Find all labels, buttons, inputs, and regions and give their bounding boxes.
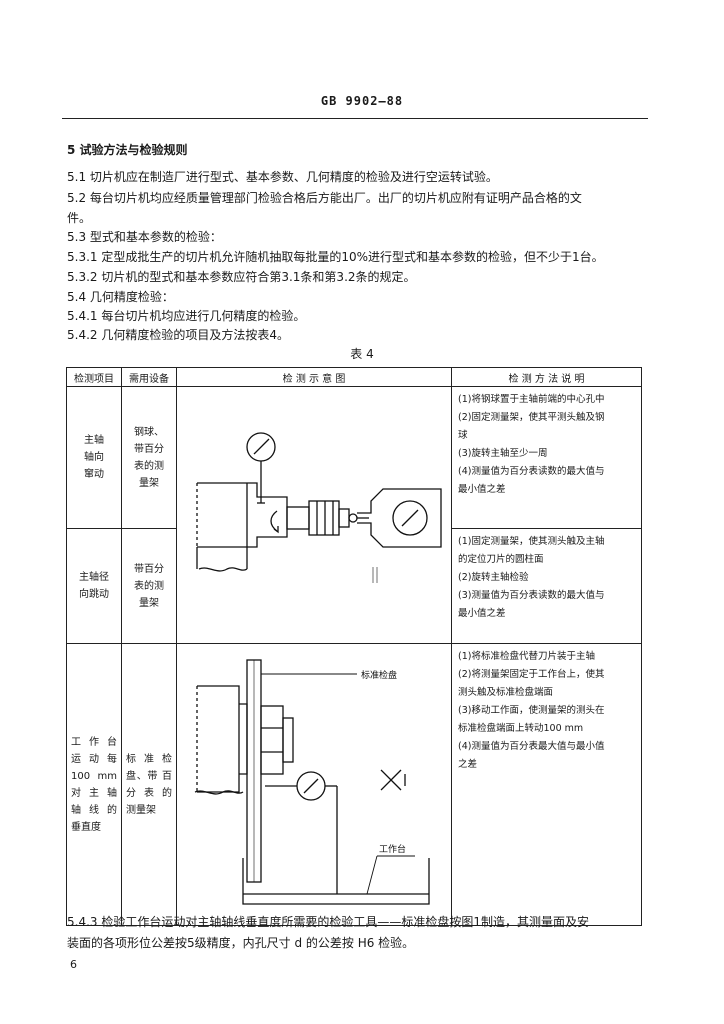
header-item: 检测项目 <box>66 367 122 387</box>
worktable-diagram: 标准检盘 工作台 <box>194 659 430 905</box>
diagram-worktable-cell: 标准检盘 工作台 <box>176 643 452 926</box>
item-text: 垂直度 <box>71 821 101 833</box>
item-cell: 工 作 台 运 动 每 100 mm 对 主 轴 轴 线 的 垂直度 <box>66 643 122 926</box>
clause-5-3-2: 5.3.2 切片机的型式和基本参数应符合第3.1条和第3.2条的规定。 <box>67 270 416 284</box>
equipment-cell: 标 准 检 盘、带 百 分 表 的 测量架 <box>121 643 177 926</box>
equipment-cell: 钢球、 带百分 表的测 量架 <box>121 385 177 530</box>
method-line: (2)固定测量架，使其平测头触及钢 <box>458 412 605 423</box>
header-rule <box>62 118 648 119</box>
method-line: (3)旋转主轴至少一周 <box>458 448 548 459</box>
item-text: 100 mm <box>71 770 117 782</box>
table-row: 主轴 轴向 窜动 钢球、 带百分 表的测 量架 <box>66 385 642 644</box>
clause-5-4-1: 5.4.1 每台切片机均应进行几何精度的检验。 <box>67 309 306 323</box>
method-line: 之差 <box>458 759 478 770</box>
equipment-text: 表的测 <box>134 580 164 592</box>
equipment-text: 量架 <box>139 477 159 489</box>
method-line: 最小值之差 <box>458 484 506 495</box>
standard-code-header: GB 9902—88 <box>320 94 404 108</box>
item-text: 主轴径 <box>79 572 109 584</box>
item-text: 工 作 台 <box>71 736 117 748</box>
method-line: 最小值之差 <box>458 608 506 620</box>
page-number: 6 <box>70 958 77 971</box>
clause-5-4-3-cont: 装面的各项形位公差按5级精度，内孔尺寸 d 的公差按 H6 检验。 <box>67 936 415 950</box>
diagram-spindle-cell <box>176 386 452 644</box>
clause-5-3: 5.3 型式和基本参数的检验： <box>67 230 222 244</box>
section-title: 5 试验方法与检验规则 <box>67 143 188 157</box>
method-line: 标准检盘端面上转动100 mm <box>458 723 584 734</box>
item-text: 运 动 每 <box>71 753 117 765</box>
method-line: 测头触及标准检盘端面 <box>458 687 554 698</box>
method-line: (1)将标准检盘代替刀片装于主轴 <box>458 651 595 662</box>
item-text: 轴向 <box>84 452 104 464</box>
item-cell: 主轴 轴向 窜动 <box>66 385 122 530</box>
method-line: (4)测量值为百分表读数的最大值与 <box>458 466 605 477</box>
item-text: 向跳动 <box>79 589 109 601</box>
equipment-text: 带百分 <box>134 563 164 575</box>
table-4: 检测项目 需用设备 检 测 示 意 图 检 测 方 法 说 明 主轴 轴向 窜动… <box>66 367 642 926</box>
spindle-diagram <box>196 432 442 583</box>
equipment-text: 标 准 检 <box>126 753 172 765</box>
table-header-row: 检测项目 需用设备 检 测 示 意 图 检 测 方 法 说 明 <box>66 367 642 387</box>
item-text: 窜动 <box>84 469 104 481</box>
method-line: (3)移动工作面，使测量架的测头在 <box>458 705 605 716</box>
method-line: (3)测量值为百分表读数的最大值与 <box>458 590 605 602</box>
equipment-cell: 带百分 表的测 量架 <box>121 528 177 644</box>
equipment-text: 表的测 <box>134 460 164 472</box>
header-equipment: 需用设备 <box>121 367 177 387</box>
clause-5-4-3: 5.4.3 检验工作台运动对主轴轴线垂直度所需要的检验工具——标准检盘按图1制造… <box>67 915 589 929</box>
equipment-text: 量架 <box>139 597 159 609</box>
method-line: (2)将测量架固定于工作台上，使其 <box>458 669 605 680</box>
item-text: 对 主 轴 <box>71 787 117 799</box>
table-row: 工 作 台 运 动 每 100 mm 对 主 轴 轴 线 的 垂直度 标 准 检… <box>66 643 642 926</box>
method-cell: (1)将钢球置于主轴前端的中心孔中 (2)固定测量架，使其平测头触及钢 球 (3… <box>451 385 642 530</box>
clause-5-2: 5.2 每台切片机均应经质量管理部门检验合格后方能出厂。出厂的切片机应附有证明产… <box>67 191 582 205</box>
clause-5-4-2: 5.4.2 几何精度检验的项目及方法按表4。 <box>67 328 289 342</box>
method-line: (1)将钢球置于主轴前端的中心孔中 <box>458 394 605 405</box>
method-line: (4)测量值为百分表最大值与最小值 <box>458 741 605 752</box>
equipment-text: 钢球、 <box>134 426 164 438</box>
method-line: (1)固定测量架，使其测头触及主轴 <box>458 536 605 548</box>
item-cell: 主轴径 向跳动 <box>66 528 122 644</box>
header-method: 检 测 方 法 说 明 <box>451 367 642 387</box>
item-text: 轴 线 的 <box>71 804 117 816</box>
equipment-text: 盘、带 百 <box>126 770 172 782</box>
equipment-text: 分 表 的 <box>126 787 172 799</box>
label-worktable: 工作台 <box>379 843 406 855</box>
clause-5-1: 5.1 切片机应在制造厂进行型式、基本参数、几何精度的检验及进行空运转试验。 <box>67 170 498 184</box>
equipment-text: 测量架 <box>126 804 156 816</box>
method-line: 球 <box>458 430 468 441</box>
table-caption: 表 4 <box>350 347 374 361</box>
method-line: 的定位刀片的圆柱面 <box>458 554 544 566</box>
clause-5-2-cont: 件。 <box>67 211 92 225</box>
clause-5-3-1: 5.3.1 定型成批生产的切片机允许随机抽取每批量的10%进行型式和基本参数的检… <box>67 250 604 264</box>
clause-5-4: 5.4 几何精度检验： <box>67 290 174 304</box>
item-text: 主轴 <box>84 435 104 447</box>
table-row: 主轴径 向跳动 带百分 表的测 量架 (1)固定测量架，使其测头触及主轴 的定位… <box>66 528 642 644</box>
label-standard-disk: 标准检盘 <box>361 669 397 681</box>
method-cell: (1)将标准检盘代替刀片装于主轴 (2)将测量架固定于工作台上，使其 测头触及标… <box>451 643 642 926</box>
equipment-text: 带百分 <box>134 443 164 455</box>
header-diagram: 检 测 示 意 图 <box>176 367 452 387</box>
method-cell: (1)固定测量架，使其测头触及主轴 的定位刀片的圆柱面 (2)旋转主轴检验 (3… <box>451 528 642 644</box>
method-line: (2)旋转主轴检验 <box>458 572 529 584</box>
